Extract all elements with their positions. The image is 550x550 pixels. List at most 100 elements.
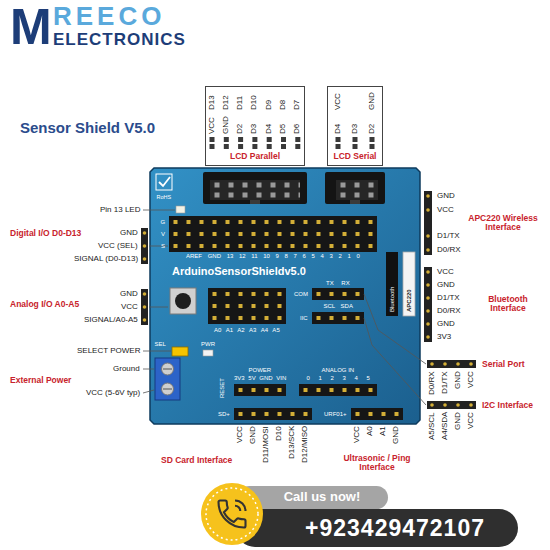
pin-label: VCC	[121, 303, 138, 312]
board-name: ArduinoSensorShieldv5.0	[172, 265, 306, 277]
idc-pins	[210, 180, 300, 200]
pin-label: D8	[279, 100, 288, 110]
pin-icon	[427, 360, 476, 368]
pin-label: D5	[279, 124, 288, 134]
phone-badge	[201, 483, 263, 545]
pin-dot	[443, 362, 447, 366]
pin-dot	[426, 335, 430, 339]
pin-dot	[143, 305, 147, 309]
silkscreen-text: POWER	[249, 367, 272, 374]
pin-label: GND	[437, 281, 455, 290]
silkscreen-text: 3V3 5V GND VIN	[234, 375, 286, 382]
pin-label: 3V3	[437, 333, 451, 342]
power-led	[203, 350, 213, 356]
pin-label: D11/MOSI	[262, 426, 271, 463]
pin-label: VCC	[437, 206, 454, 215]
pin-icon	[141, 228, 148, 264]
pin-label: D0/RX	[428, 371, 437, 395]
pin-label: D6	[293, 124, 302, 134]
bar-background	[236, 509, 518, 547]
screw-slot	[163, 369, 172, 389]
pin-icon	[424, 191, 432, 255]
silkscreen-text: COM	[294, 291, 308, 298]
leader-line	[364, 294, 426, 364]
pin-label: D2	[236, 124, 245, 134]
header-pin	[210, 144, 215, 149]
pin-icon	[427, 401, 476, 409]
pin-label: A1	[379, 426, 388, 436]
header-pin	[370, 144, 375, 149]
interface-label: APC220 Wireless Interface	[462, 214, 544, 233]
silkscreen-text: RESET	[219, 378, 226, 398]
idc-notch	[250, 200, 260, 204]
iic-header	[312, 312, 364, 324]
pin-dot	[426, 234, 430, 238]
pin-label: GND	[392, 426, 401, 444]
header-pin	[336, 137, 341, 142]
select-jumper	[172, 347, 188, 356]
call-button: Call us now!	[262, 486, 382, 509]
pin-label: D13/SCK	[288, 426, 297, 459]
phone-number: +923429472107	[305, 515, 485, 541]
interface-label: Serial Port	[482, 360, 525, 369]
pin-label: SELECT POWER	[77, 347, 140, 356]
pin-label: Ground	[113, 365, 140, 374]
logo-word: REECO	[53, 3, 165, 29]
leader-line	[143, 351, 171, 352]
badge-ring	[206, 488, 258, 540]
leader-line	[149, 307, 168, 308]
pin-label: D4	[265, 124, 274, 134]
rohs-check	[159, 177, 170, 186]
pin-label: Pin 13 LED	[100, 206, 140, 215]
diagram-title: Sensor Shield V5.0	[20, 120, 155, 137]
pin-dot	[143, 257, 147, 261]
pin-icon	[141, 289, 148, 325]
pin-dot	[430, 362, 434, 366]
pin-label: GND	[454, 371, 463, 389]
pin-label: D12/MISO	[301, 426, 310, 463]
pin-icon	[424, 267, 432, 342]
pin-label: VCC	[467, 412, 476, 429]
header-pin	[353, 144, 358, 149]
led-symbol	[176, 206, 185, 213]
pin-label: D10	[250, 95, 259, 110]
idc-header	[203, 172, 307, 204]
idc-header	[325, 172, 385, 204]
leader-line	[149, 246, 168, 247]
pin-label: GND	[222, 116, 231, 134]
phone-waves	[235, 501, 246, 512]
interface-label: I2C Interface	[482, 401, 533, 410]
apc220-header	[403, 252, 415, 316]
pin-label: D0/RX	[437, 246, 461, 255]
pin-label: D7	[293, 100, 302, 110]
pin-label: D10	[275, 426, 284, 441]
pin-label: D12	[222, 95, 231, 110]
silkscreen-text: PWR	[201, 341, 215, 348]
rohs-mark	[156, 174, 172, 190]
pin-label: A0	[366, 426, 375, 436]
urf-header	[351, 408, 403, 420]
node-backgrounds	[236, 486, 518, 547]
pin-label: GND	[249, 426, 258, 444]
pin-label: VCC	[353, 426, 362, 443]
header-pin	[267, 144, 272, 149]
pin-label: D1/TX	[437, 294, 460, 303]
leader-line	[143, 390, 154, 393]
pin-dot	[469, 362, 473, 366]
silkscreen-text: SEL	[155, 341, 166, 348]
leader-line	[143, 369, 154, 370]
pin-label: D3	[351, 124, 360, 134]
pin-label: VCC	[236, 426, 245, 443]
sd-header	[234, 408, 312, 420]
pin-label: VCC	[334, 93, 343, 110]
terminal-block	[155, 358, 180, 400]
pin-dot	[430, 403, 434, 407]
pin-dot	[143, 244, 147, 248]
reset-knob	[175, 293, 191, 309]
header-pin	[336, 144, 341, 149]
pin-dot	[426, 296, 430, 300]
pin-label: D1/TX	[437, 232, 460, 241]
pin-label: D2	[368, 124, 377, 134]
pin-label: GND	[437, 320, 455, 329]
pin-dot	[426, 283, 430, 287]
